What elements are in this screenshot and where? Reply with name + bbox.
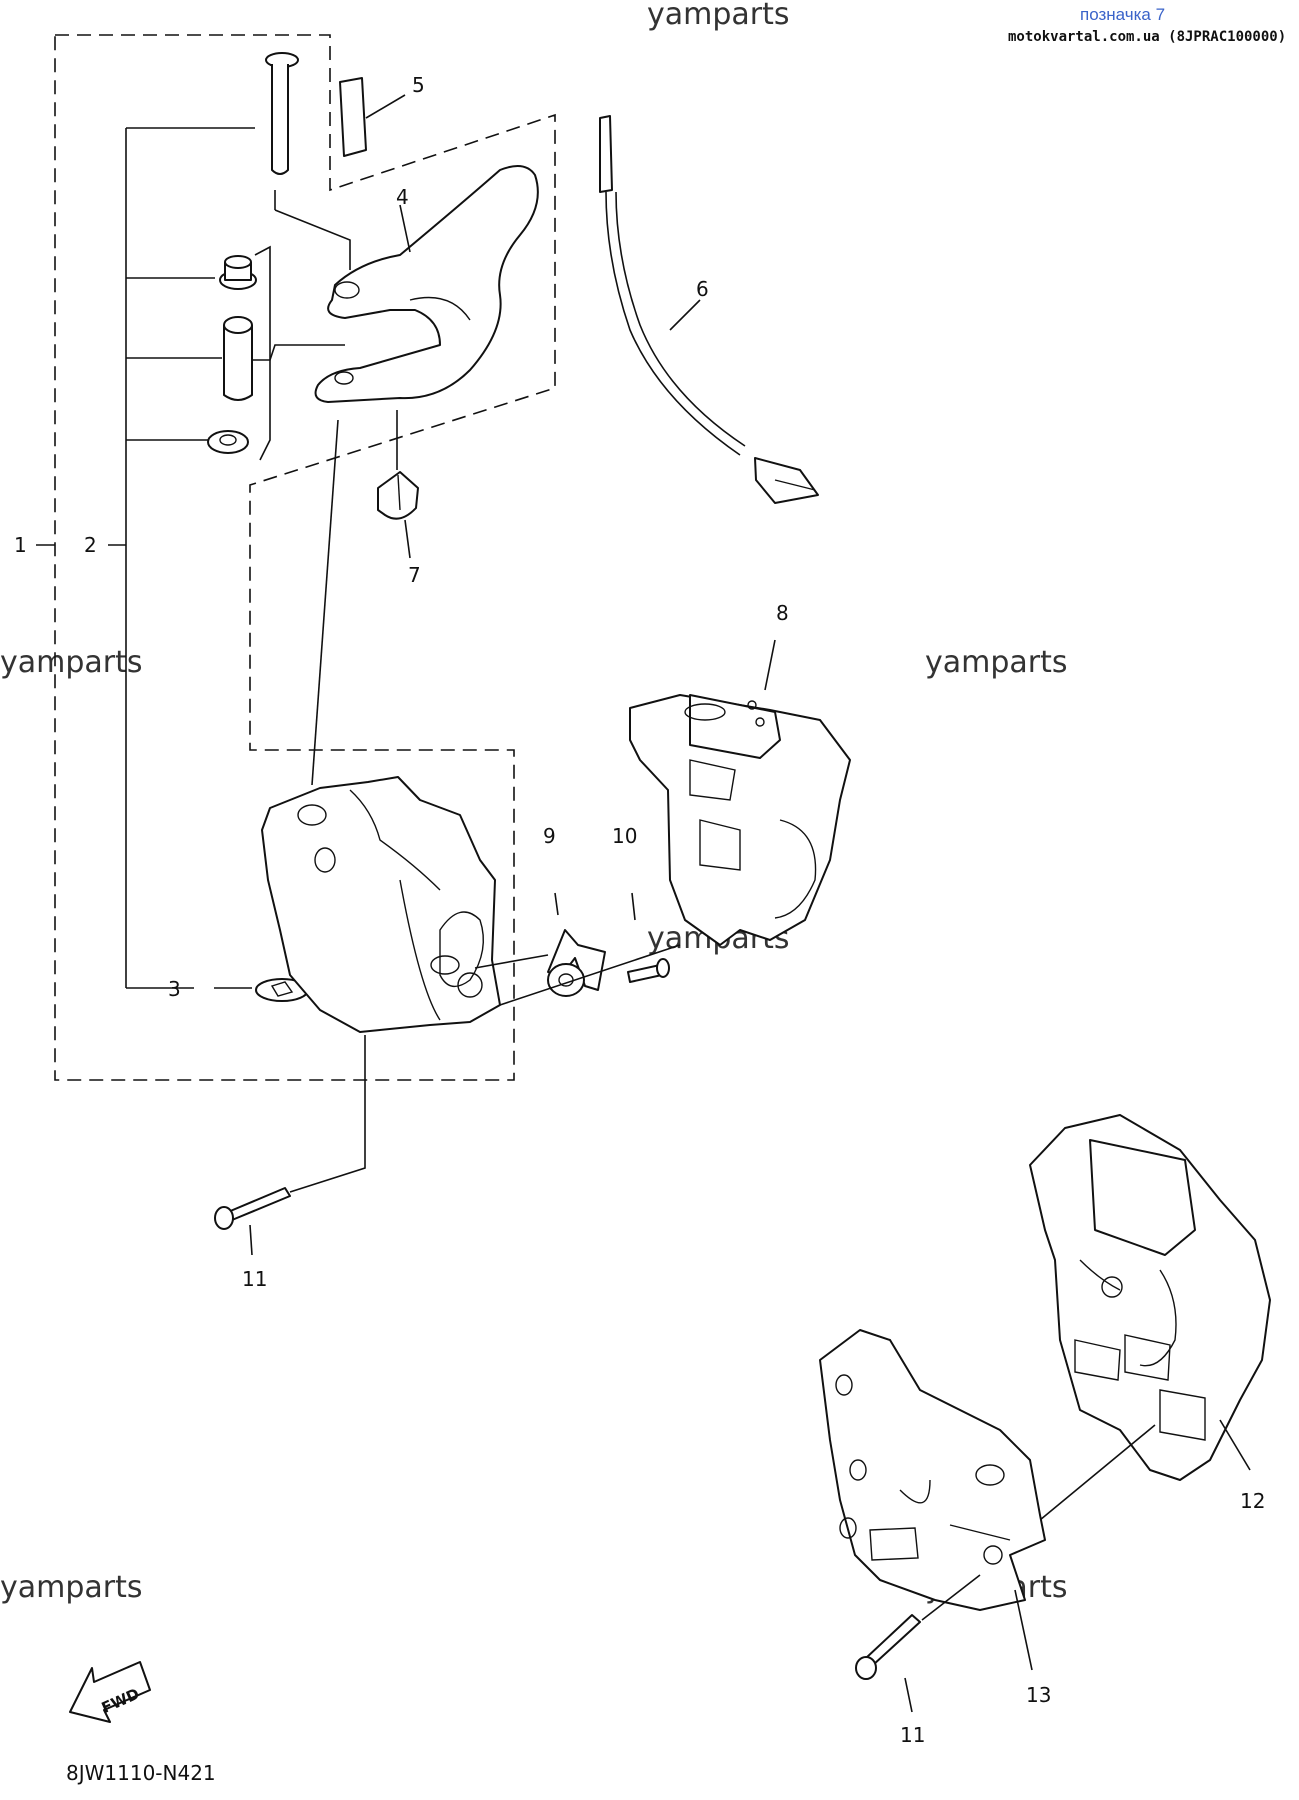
callout-1[interactable]: 1 [14,533,27,557]
leader-housing-8b [499,944,681,1006]
part-13-lower-case[interactable] [819,1329,1046,1671]
watermark-top: yamparts [647,0,790,32]
part-12-switch-unit[interactable] [1029,1114,1271,1521]
watermark-left: yamparts [0,645,143,680]
callout-5[interactable]: 5 [412,73,425,97]
part-4-lever-bracket[interactable] [314,165,539,403]
part-collar-upper[interactable] [219,255,257,290]
leader-collar [254,245,271,461]
callout-12[interactable]: 12 [1240,1489,1265,1513]
part-8-switch-unit[interactable] [629,639,851,946]
callout-2[interactable]: 2 [84,533,97,557]
diagram-code: 8JW1110-N421 [66,1761,216,1785]
callout-8[interactable]: 8 [776,601,789,625]
part-washer-lower[interactable] [207,430,249,454]
watermark-bottom-left: yamparts [0,1570,143,1605]
left-switch-housing[interactable] [261,776,501,1033]
callout-7[interactable]: 7 [408,563,421,587]
callout-6[interactable]: 6 [696,277,709,301]
callout-10[interactable]: 10 [612,824,637,848]
header-title[interactable]: позначка 7 [1080,5,1165,24]
callout-9[interactable]: 9 [543,824,556,848]
callout-3[interactable]: 3 [168,977,181,1001]
bracket-lines [36,127,255,989]
fwd-arrow: FWD [69,1661,151,1723]
part-9-plate[interactable] [547,892,606,997]
part-collar-long[interactable] [223,316,253,401]
part-pin[interactable] [265,52,351,270]
assembly-1-boundary [54,34,556,1081]
part-5-shim[interactable] [339,77,406,157]
watermark-right: yamparts [925,645,1068,680]
callout-13[interactable]: 13 [1026,1683,1051,1707]
header-source[interactable]: motokvartal.com.ua (8JPRAC100000) [1008,29,1286,45]
part-10-screw[interactable] [627,892,670,983]
callout-11-upper[interactable]: 11 [242,1267,267,1291]
callout-4[interactable]: 4 [396,185,409,209]
leader-housing-8a [474,954,549,969]
part-7-clip[interactable] [377,410,419,559]
part-11-screw-lower[interactable] [855,1574,981,1713]
part-6-lead-wire[interactable] [599,115,819,504]
part-11-screw-upper[interactable] [214,1035,366,1256]
callout-11-lower[interactable]: 11 [900,1723,925,1747]
leader-lever-housing [311,419,339,786]
leader-2 [252,344,345,361]
